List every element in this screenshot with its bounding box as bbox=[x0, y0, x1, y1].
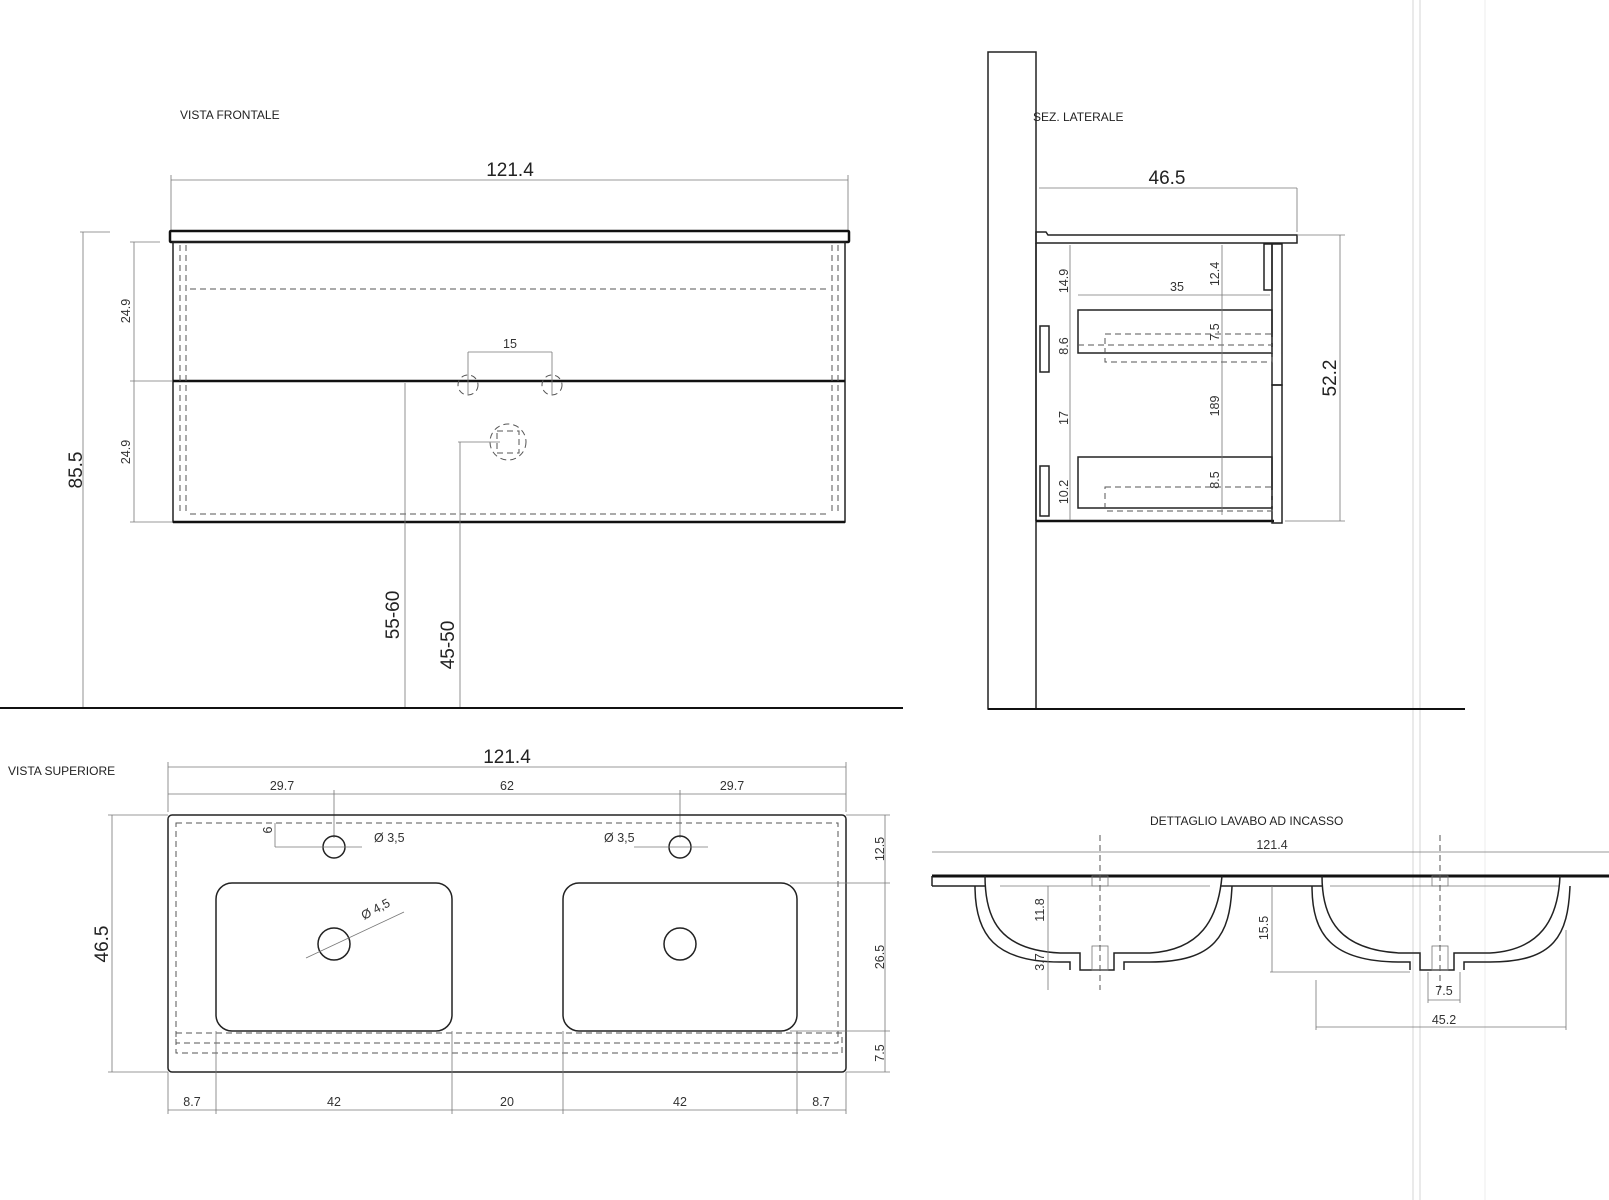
bottom-dim-3: 42 bbox=[673, 1095, 687, 1109]
drawer-bottom-height-label: 24.9 bbox=[119, 440, 133, 464]
detail-total-depth-label: 15.5 bbox=[1257, 916, 1271, 940]
detail-drain-width-label: 7.5 bbox=[1435, 984, 1452, 998]
detail-title: DETTAGLIO LAVABO AD INCASSO bbox=[1150, 814, 1343, 828]
side-view-title: SEZ. LATERALE bbox=[1033, 110, 1123, 124]
top-dim-right-29-7: 29.7 bbox=[720, 779, 744, 793]
floor-to-drain-label: 45-50 bbox=[438, 621, 459, 670]
tap-hole-left-label: Ø 3,5 bbox=[374, 831, 405, 845]
front-view-title: VISTA FRONTALE bbox=[180, 108, 280, 122]
side-dim-10-2: 10.2 bbox=[1057, 480, 1071, 504]
detail-drain-height-label: 3.7 bbox=[1033, 953, 1047, 970]
bottom-dim-4: 8.7 bbox=[812, 1095, 829, 1109]
tap-offset-label: 6 bbox=[261, 826, 275, 833]
side-dim-17: 17 bbox=[1057, 411, 1071, 425]
side-dim-7-5: 7.5 bbox=[1208, 323, 1222, 340]
drawer-top-height-label: 24.9 bbox=[119, 299, 133, 323]
top-dim-left-29-7: 29.7 bbox=[270, 779, 294, 793]
side-height-label: 52.2 bbox=[1320, 360, 1341, 397]
floor-to-cabinet-label: 55-60 bbox=[383, 591, 404, 640]
tap-spacing-label: 15 bbox=[503, 337, 517, 351]
top-dim-26-5: 26.5 bbox=[873, 945, 887, 969]
bottom-dim-0: 8.7 bbox=[183, 1095, 200, 1109]
top-depth-label: 46.5 bbox=[92, 926, 113, 963]
front-view: VISTA FRONTALE 121.4 15 85.5 bbox=[0, 108, 903, 709]
side-dim-14-9: 14.9 bbox=[1057, 269, 1071, 293]
top-view: VISTA SUPERIORE 121.4 29.7 62 29.7 Ø 3,5… bbox=[8, 747, 890, 1114]
front-height-label: 85.5 bbox=[66, 452, 87, 489]
bottom-dim-2: 20 bbox=[500, 1095, 514, 1109]
top-dim-12-5: 12.5 bbox=[873, 837, 887, 861]
detail-basin-depth-label: 11.8 bbox=[1033, 898, 1047, 921]
side-dim-8-5: 8.5 bbox=[1208, 471, 1222, 488]
basin-detail-view: DETTAGLIO LAVABO AD INCASSO 121.4 11.8 3… bbox=[931, 814, 1609, 1030]
top-view-title: VISTA SUPERIORE bbox=[8, 764, 115, 778]
side-depth-label: 46.5 bbox=[1149, 168, 1186, 189]
detail-basin-width-label: 45.2 bbox=[1432, 1013, 1456, 1027]
side-dim-8-6: 8.6 bbox=[1057, 337, 1071, 354]
side-dim-189: 189 bbox=[1208, 396, 1222, 417]
top-width-label: 121.4 bbox=[483, 747, 531, 768]
detail-width-label: 121.4 bbox=[1256, 838, 1287, 852]
front-width-label: 121.4 bbox=[486, 160, 534, 181]
drain-hole-label: Ø 4,5 bbox=[359, 896, 393, 923]
top-dim-7-5: 7.5 bbox=[873, 1044, 887, 1061]
bottom-dim-1: 42 bbox=[327, 1095, 341, 1109]
side-section-view: SEZ. LATERALE 46.5 14.9 8.6 17 10.2 35 bbox=[987, 51, 1465, 710]
tap-hole-right-label: Ø 3,5 bbox=[604, 831, 635, 845]
side-dim-35: 35 bbox=[1170, 280, 1184, 294]
side-dim-12-4: 12.4 bbox=[1208, 262, 1222, 286]
top-dim-62: 62 bbox=[500, 779, 514, 793]
